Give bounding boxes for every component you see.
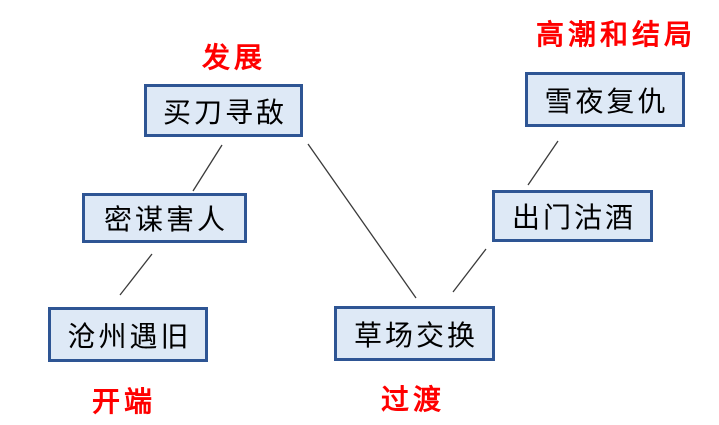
connector-buyknife-conspiracy	[192, 144, 223, 192]
stage-label-climax-and-ending: 高潮和结局	[536, 20, 697, 51]
connector-snowrevenge-buywine	[527, 140, 559, 186]
stage-label-transition: 过渡	[381, 385, 446, 416]
connector-conspiracy-cangzhou	[119, 253, 153, 296]
node-fodder-field-exchange: 草场交换	[334, 306, 495, 361]
node-conspiracy-to-harm: 密谋害人	[82, 193, 247, 243]
node-go-out-buy-wine: 出门沽酒	[492, 190, 653, 242]
stage-label-development: 发展	[202, 43, 267, 74]
node-snowy-night-revenge: 雪夜复仇	[525, 72, 685, 127]
connector-buywine-fodderfield	[452, 248, 487, 293]
node-cangzhou-meet-old-friend: 沧州遇旧	[48, 307, 208, 362]
connector-buyknife-fodderfield	[307, 143, 417, 299]
stage-label-beginning: 开端	[92, 387, 157, 418]
node-buy-knife-seek-enemy: 买刀寻敌	[144, 84, 303, 137]
